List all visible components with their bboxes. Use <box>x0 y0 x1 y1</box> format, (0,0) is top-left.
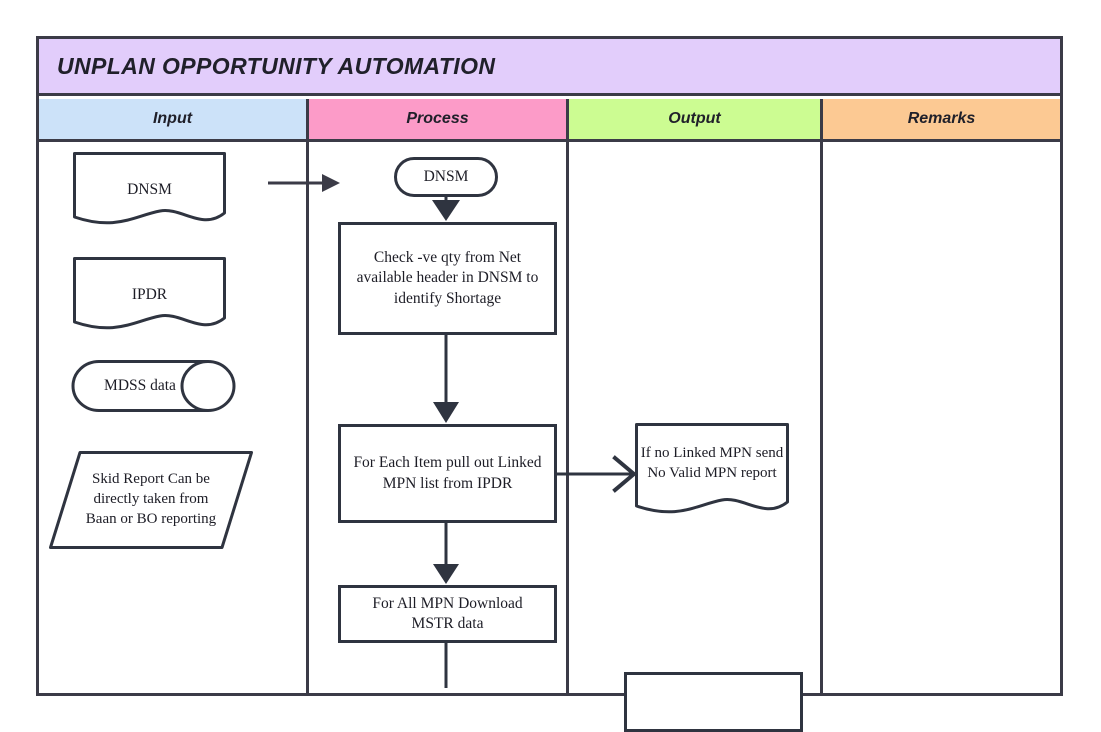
document-shape-icon <box>73 152 226 225</box>
node-dnsm-document-label: DNSM <box>127 180 172 198</box>
document-shape-icon <box>635 423 789 514</box>
column-header-process: Process <box>309 99 566 142</box>
column-divider-output-remarks <box>820 99 823 693</box>
node-check-negative-qty[interactable]: Check -ve qty from Net available header … <box>338 222 557 335</box>
column-header-process-label: Process <box>406 110 469 127</box>
node-mdss-database-label: MDSS data <box>104 376 176 394</box>
column-divider-process-output <box>566 99 569 693</box>
column-header-remarks-label: Remarks <box>907 110 976 127</box>
column-header-remarks: Remarks <box>823 99 1060 142</box>
parallelogram-shape-icon <box>49 451 253 549</box>
column-header-input-label: Input <box>152 110 193 127</box>
column-header-output: Output <box>569 99 820 142</box>
flowchart-canvas: UNPLAN OPPORTUNITY AUTOMATION Input Proc… <box>36 36 1063 732</box>
node-pull-linked-mpn-label: For Each Item pull out Linked MPN list f… <box>353 454 542 492</box>
node-download-mstr-data[interactable]: For All MPN Download MSTR data <box>338 585 557 643</box>
node-pull-linked-mpn[interactable]: For Each Item pull out Linked MPN list f… <box>338 424 557 523</box>
node-output-clipped-box[interactable] <box>624 672 803 732</box>
node-skid-report-note[interactable]: Skid Report Can be directly taken from B… <box>48 450 254 550</box>
document-shape-icon <box>73 257 226 330</box>
node-download-mstr-data-label: For All MPN Download MSTR data <box>372 594 523 632</box>
node-skid-report-note-label: Skid Report Can be directly taken from B… <box>85 471 217 527</box>
diagram-title: UNPLAN OPPORTUNITY AUTOMATION <box>57 52 496 79</box>
node-no-valid-mpn-report[interactable]: If no Linked MPN send No Valid MPN repor… <box>634 422 790 520</box>
node-dnsm-document[interactable]: DNSM <box>72 151 227 229</box>
node-check-negative-qty-label: Check -ve qty from Net available header … <box>356 248 539 307</box>
diagram-title-band: UNPLAN OPPORTUNITY AUTOMATION <box>39 39 1060 96</box>
node-process-start-dnsm-label: DNSM <box>423 167 469 185</box>
node-process-start-dnsm[interactable]: DNSM <box>394 157 498 197</box>
cylinder-shape-icon <box>71 360 236 412</box>
column-header-input: Input <box>39 99 306 142</box>
column-divider-input-process <box>306 99 309 693</box>
node-no-valid-mpn-report-label: If no Linked MPN send No Valid MPN repor… <box>640 445 784 481</box>
node-mdss-database[interactable]: MDSS data <box>71 359 236 413</box>
node-ipdr-document[interactable]: IPDR <box>72 256 227 334</box>
column-header-output-label: Output <box>668 110 721 127</box>
node-ipdr-document-label: IPDR <box>131 285 168 303</box>
